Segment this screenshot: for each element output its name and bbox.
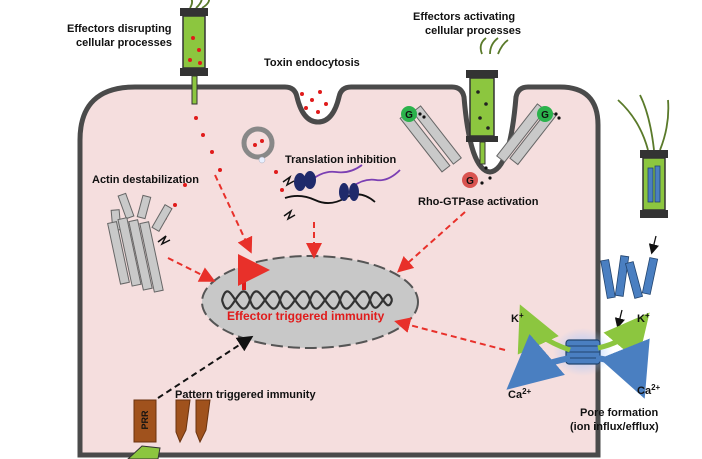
injection-syringe-right [466,37,509,165]
ca-influx-arrow-right [595,338,650,399]
label-pore-formation-1: Pore formation [580,407,659,419]
label-g-left: G [405,110,413,121]
effector-action-icon-ribosome-2 [283,208,296,221]
rho-effector-dots [418,112,561,185]
label-rho-gtpase-activation: Rho-GTPase activation [418,196,539,208]
label-actin-destabilization: Actin destabilization [92,174,199,186]
mrna-strand [284,193,376,204]
arrow-effectors-to-nucleus [214,174,253,254]
arrow-actin-to-nucleus [167,257,216,282]
g-protein-active-right [537,106,553,122]
label-ca-right: Ca2+ [637,383,661,397]
label-pattern-triggered-immunity: Pattern triggered immunity [175,389,316,401]
label-effectors-activating-2: cellular processes [425,25,521,37]
arrow-pore-to-nucleus [394,317,506,351]
label-translation-inhibition: Translation inhibition [285,154,397,166]
g-protein-active-left [401,106,417,122]
label-k-left: K+ [511,311,524,325]
injection-syringe-left [180,0,210,105]
label-effector-triggered-immunity: Effector triggered immunity [227,309,385,323]
label-g-bottom: G [466,176,474,187]
label-k-right: K+ [637,311,650,325]
label-effectors-disrupting-1: Effectors disrupting [67,23,172,35]
dna-helix-2 [220,290,394,310]
endosome [241,126,275,164]
pore-toxin-bacterium [617,94,670,218]
nascent-peptide-1 [307,164,363,184]
nascent-peptide-2 [351,169,401,188]
transcription-start-arrow [238,254,270,290]
toxin-particles [300,90,328,114]
actin-filaments [107,192,173,293]
nucleus [201,254,419,349]
membrane-pore [553,328,613,376]
label-prr: PRR [140,410,150,430]
g-protein-inactive [462,172,478,188]
label-ca-left: Ca2+ [508,387,532,401]
label-effectors-activating-1: Effectors activating [413,11,515,23]
label-toxin-endocytosis: Toxin endocytosis [264,57,360,69]
label-pore-formation-2: (ion influx/efflux) [570,421,659,433]
actin-bundles-rho [399,103,557,173]
arrow-prr-to-nucleus [157,335,254,399]
arrow-rho-to-nucleus [397,211,466,273]
label-effectors-disrupting-2: cellular processes [76,37,172,49]
prr-receptors [127,399,211,459]
label-g-right: G [541,110,549,121]
ca-influx-arrow-left [506,334,571,390]
effector-action-icon-actin [157,235,171,246]
pore-monomers [600,255,659,299]
arrow-toxin-release [648,235,659,255]
effector-action-icon-ribosome-1 [282,174,295,187]
arrow-pore-assembly [614,309,625,329]
ribosomes [294,171,359,201]
